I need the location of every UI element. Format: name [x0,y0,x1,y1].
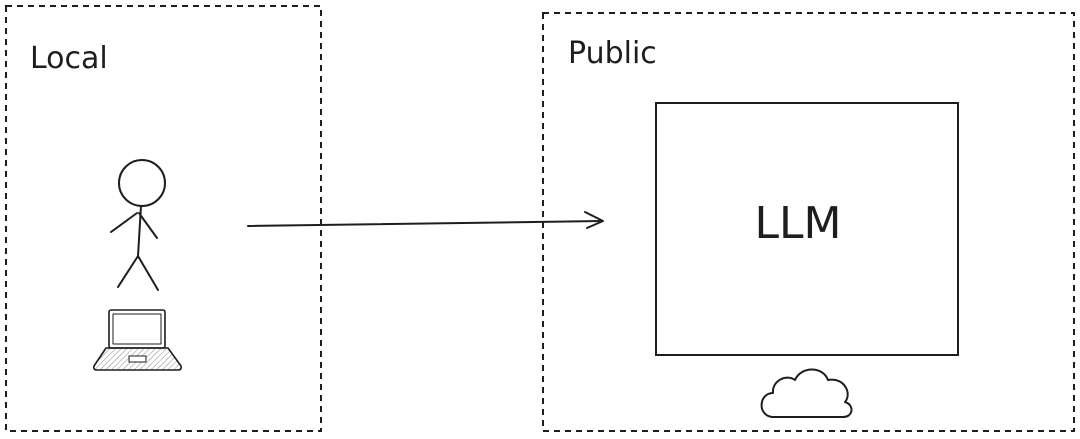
llm-box: LLM [655,102,959,356]
laptop-icon [93,309,182,371]
local-zone: Local [5,5,322,432]
public-zone-label: Public [568,36,657,71]
local-zone-label: Local [30,41,108,76]
llm-box-border [655,102,959,356]
local-zone-border [5,5,322,432]
stick-figure-user-icon [110,159,166,291]
request-arrow [247,211,604,229]
llm-box-label: LLM [755,198,842,249]
cloud-icon [760,368,853,419]
